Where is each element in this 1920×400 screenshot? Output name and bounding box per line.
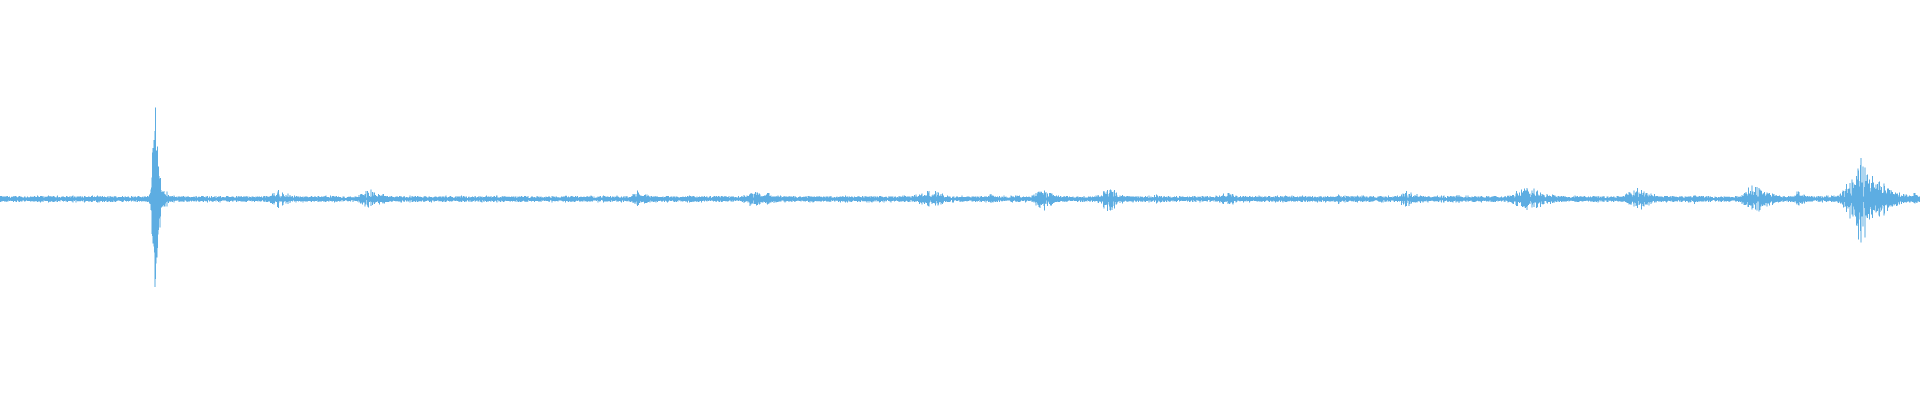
waveform-signal bbox=[0, 107, 1920, 287]
